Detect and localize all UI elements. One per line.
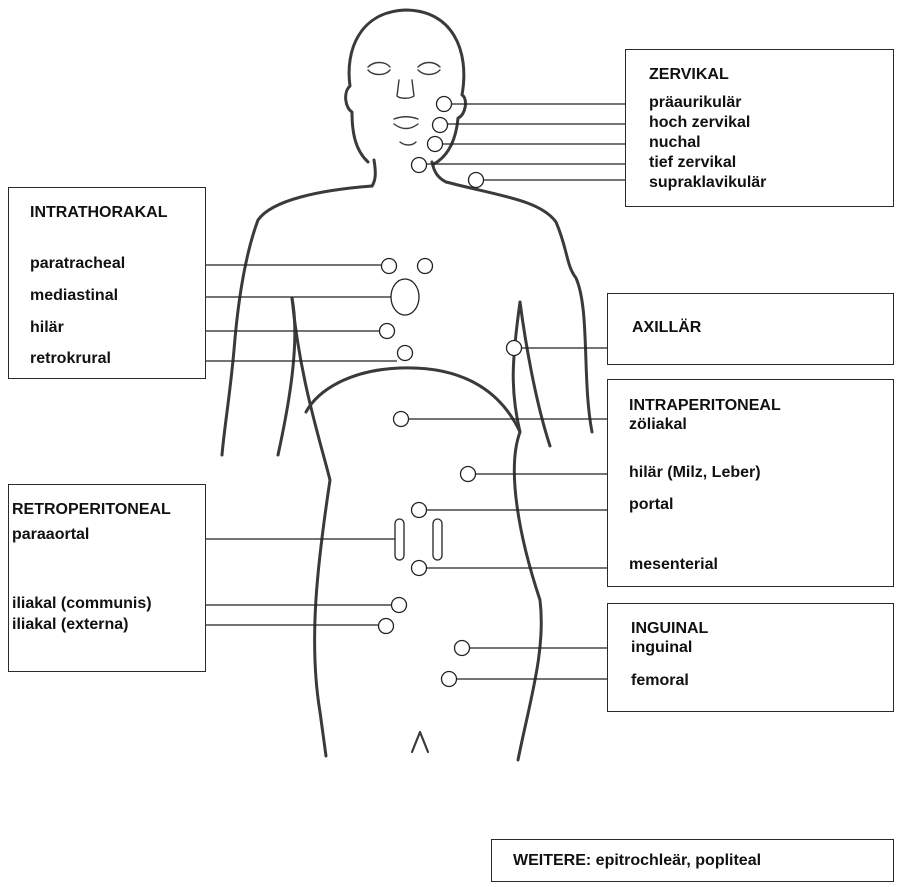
left-arm-inner	[276, 296, 297, 457]
diaphragm	[304, 366, 522, 434]
zervikal-box	[625, 49, 894, 207]
head-outline	[344, 8, 467, 166]
node-hilaer-thorax	[378, 322, 396, 340]
intrathorakal-box	[8, 187, 206, 379]
zervikal-item-hoch-zervikal: hoch zervikal	[649, 114, 751, 131]
node-mesenterial	[410, 559, 428, 577]
node-inguinal	[453, 639, 471, 657]
retroperitoneal-title: RETROPERITONEAL	[12, 501, 171, 518]
mouth-lower	[393, 123, 419, 130]
intrathorakal-item-mediastinal: mediastinal	[30, 287, 119, 304]
intraperitoneal-item-portal: portal	[629, 496, 674, 513]
retroperitoneal-item-iliakal-externa: iliakal (externa)	[12, 616, 129, 633]
weitere-box	[491, 839, 894, 882]
node-iliakal-communis	[390, 596, 408, 614]
zervikal-item-nuchal: nuchal	[649, 134, 701, 151]
node-paraaortal-right	[432, 518, 443, 561]
inguinal-item-inguinal: inguinal	[631, 639, 693, 656]
zervikal-title: ZERVIKAL	[649, 66, 729, 83]
node-portal	[410, 501, 428, 519]
inguinal-title: INGUINAL	[631, 620, 709, 637]
intrathorakal-title: INTRATHORAKAL	[30, 204, 168, 221]
node-retrokrural	[396, 344, 414, 362]
axillaer-box	[607, 293, 894, 365]
right-flank	[511, 300, 543, 762]
chin	[399, 141, 417, 146]
node-paratracheal-right	[416, 257, 434, 275]
node-supraklavikulaer	[467, 171, 485, 189]
groin-mark	[410, 730, 430, 754]
weitere-line: WEITERE: epitrochleär, popliteal	[513, 851, 761, 870]
intraperitoneal-item-mesenterial: mesenterial	[629, 556, 718, 573]
node-hoch-zervikal	[431, 116, 449, 134]
intraperitoneal-title: INTRAPERITONEAL	[629, 397, 781, 414]
left-arm-outer	[220, 184, 374, 457]
intraperitoneal-item-zoeliakal: zöliakal	[629, 416, 687, 433]
left-flank	[290, 296, 332, 758]
zervikal-item-tief-zervikal: tief zervikal	[649, 154, 737, 171]
zervikal-item-supraklavikulaer: supraklavikulär	[649, 174, 767, 191]
neck-right	[430, 160, 448, 184]
node-tief-zervikal	[410, 156, 428, 174]
nose	[396, 79, 415, 99]
node-zoeliakal	[392, 410, 410, 428]
neck-left	[370, 158, 377, 188]
right-arm-inner	[518, 300, 552, 448]
node-praeaurikulaer	[435, 95, 453, 113]
mouth-upper	[393, 116, 419, 120]
left-eye	[367, 69, 391, 76]
node-nuchal	[426, 135, 444, 153]
intrathorakal-item-retrokrural: retrokrural	[30, 350, 111, 367]
retroperitoneal-item-iliakal-communis: iliakal (communis)	[12, 595, 152, 612]
left-eyelid	[367, 61, 391, 68]
intraperitoneal-box	[607, 379, 894, 587]
node-iliakal-externa	[377, 617, 395, 635]
intrathorakal-item-hilaer: hilär	[30, 319, 64, 336]
right-eye	[417, 69, 441, 76]
node-paraaortal-left	[394, 518, 405, 561]
axillaer-title: AXILLÄR	[632, 319, 702, 336]
right-arm-outer	[444, 180, 594, 434]
inguinal-item-femoral: femoral	[631, 672, 689, 689]
lymph-nodes	[377, 95, 523, 688]
body-outline	[220, 8, 594, 762]
node-mediastinal	[390, 278, 420, 316]
leader-lines	[205, 103, 627, 680]
node-axillaer	[505, 339, 523, 357]
retroperitoneal-box	[8, 484, 206, 672]
node-femoral	[440, 670, 458, 688]
zervikal-item-praeaurikulaer: präaurikulär	[649, 94, 742, 111]
retroperitoneal-item-paraaortal: paraaortal	[12, 526, 90, 543]
node-paratracheal-left	[380, 257, 398, 275]
intraperitoneal-item-hilaer-milz-leber: hilär (Milz, Leber)	[629, 464, 761, 481]
inguinal-box	[607, 603, 894, 712]
face	[367, 61, 441, 146]
weitere-text: epitrochleär, popliteal	[595, 852, 762, 869]
weitere-title: WEITERE:	[513, 852, 592, 869]
intrathorakal-item-paratracheal: paratracheal	[30, 255, 126, 272]
node-hilaer-milz-leber	[459, 465, 477, 483]
right-eyelid	[417, 61, 441, 68]
